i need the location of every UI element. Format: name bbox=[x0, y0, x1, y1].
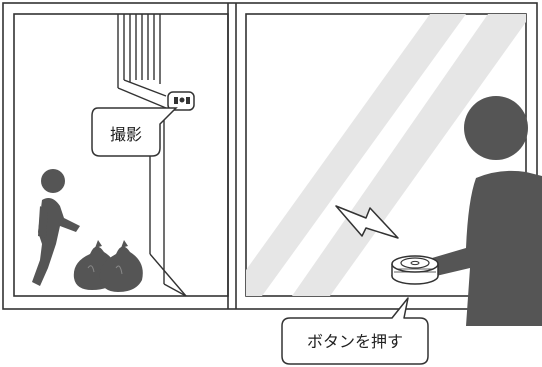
camera-callout-label: 撮影 bbox=[110, 125, 142, 144]
camera-icon bbox=[167, 91, 195, 111]
push-button-icon bbox=[391, 255, 439, 285]
window-frame bbox=[2, 2, 538, 310]
button-callout: ボタンを押す bbox=[281, 297, 429, 365]
walking-person bbox=[32, 169, 80, 286]
standing-person bbox=[421, 96, 542, 326]
camera-callout: 撮影 bbox=[91, 107, 178, 157]
wireless-signal-icon bbox=[335, 205, 399, 239]
button-callout-label: ボタンを押す bbox=[307, 332, 403, 351]
garbage-bags bbox=[73, 240, 143, 292]
glass-glare bbox=[246, 14, 526, 296]
